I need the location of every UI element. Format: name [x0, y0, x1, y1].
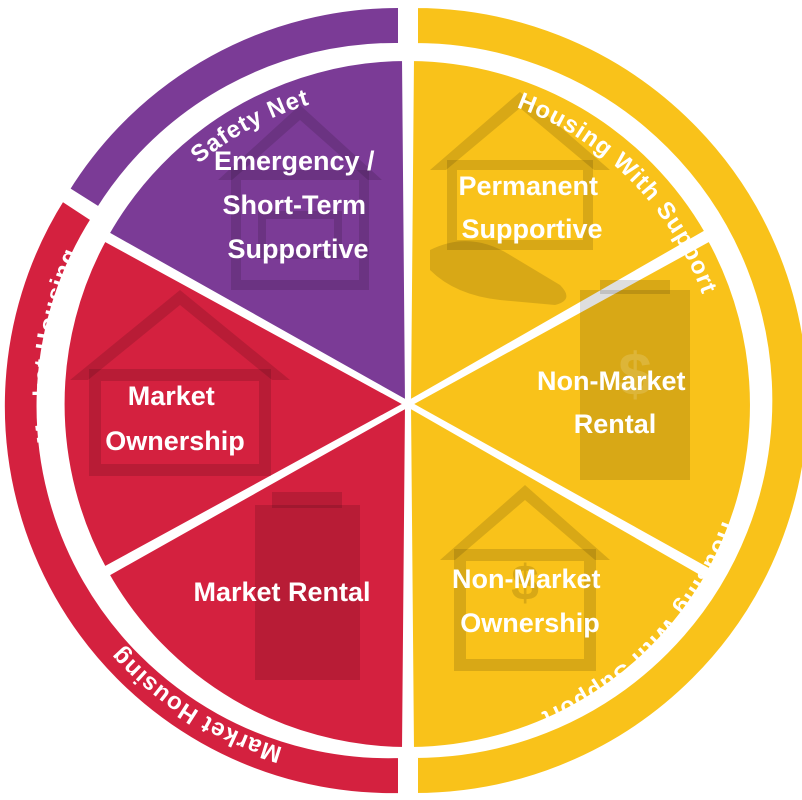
label-market-rental: Market Rental: [193, 577, 370, 607]
svg-text:$: $: [618, 341, 651, 408]
label-non-market-ownership: Non-Market Ownership: [452, 564, 608, 638]
house-dollar-icon: $: [440, 485, 610, 671]
label-non-market-rental: Non-Market Rental: [537, 366, 693, 439]
label-permanent-supportive: Permanent Supportive: [458, 171, 605, 244]
house-handshake-icon: [430, 92, 610, 305]
label-market-ownership: Market Ownership: [105, 381, 245, 456]
ring-market-housing: [0, 193, 404, 800]
house-keys-icon: [218, 105, 382, 290]
ring-housing-with-support: [412, 1, 802, 800]
segment-market-ownership: [58, 233, 415, 575]
inner-wheel: [58, 54, 756, 754]
segment-non-market-ownership: [404, 398, 713, 754]
icon-overlays: $ $: [70, 92, 690, 680]
segment-emergency-short-term-supportive: [101, 54, 412, 410]
segment-market-rental: [101, 398, 412, 754]
segment-permanent-supportive: [404, 54, 713, 410]
segment-labels: Emergency / Short-Term Supportive Perman…: [105, 146, 693, 638]
label-emergency-short-term-supportive: Emergency / Short-Term Supportive: [214, 146, 382, 264]
ring-safety-net: [62, 1, 404, 215]
svg-text:$: $: [511, 555, 539, 611]
apartment-building-icon: [255, 492, 360, 680]
segment-non-market-rental: [401, 233, 756, 577]
house-icon: [70, 290, 290, 476]
building-dollar-icon: $: [580, 280, 690, 480]
